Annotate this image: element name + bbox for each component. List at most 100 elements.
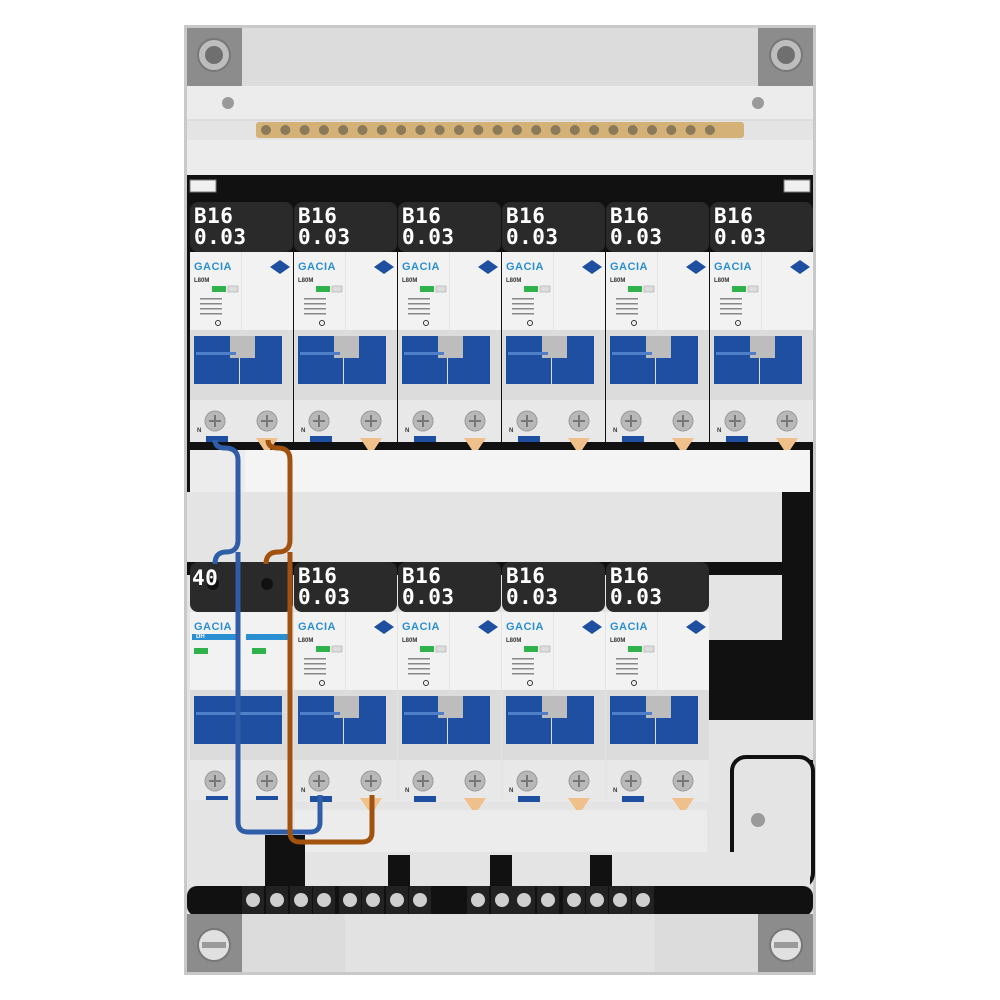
device-sensitivity-text: 0.03 <box>402 225 455 249</box>
device-sensitivity-text: 0.03 <box>506 585 559 609</box>
device-sensitivity-text: 0.03 <box>298 225 351 249</box>
device-model-text: L80M <box>610 278 626 284</box>
busbar-screw <box>454 125 464 135</box>
earth-busbar <box>256 122 744 138</box>
neutral-mark-text: N <box>509 788 514 794</box>
rcbo-device <box>398 202 501 450</box>
brand-logo-icon <box>686 260 706 274</box>
device-rating-text: B16 <box>402 564 442 588</box>
device-model-text: L80M <box>714 278 730 284</box>
neutral-mark-text: N <box>301 788 306 794</box>
rcbo-device <box>710 202 813 450</box>
brand-logo-icon <box>582 260 602 274</box>
busbar-screw <box>550 125 561 135</box>
top-cover <box>242 28 758 86</box>
neutral-mark-text: N <box>717 428 722 434</box>
busbar-screw <box>569 125 580 135</box>
top-row <box>190 202 813 450</box>
terminal-screw <box>413 893 427 907</box>
neutral-mark-text: N <box>197 428 202 434</box>
rcbo-device <box>606 202 709 450</box>
status-window <box>628 286 642 292</box>
busbar-screw <box>338 125 349 135</box>
brand-logo-icon <box>582 620 602 634</box>
neutral-mark-text: N <box>405 788 410 794</box>
device-model-text: L80M <box>298 638 314 644</box>
device-rating-text: B16 <box>298 204 338 228</box>
corner-screw-top-right <box>758 28 813 86</box>
brand-logo-icon <box>686 620 706 634</box>
device-rating-text: B16 <box>610 564 650 588</box>
terminal-screw <box>294 893 308 907</box>
terminal-screw <box>567 893 581 907</box>
brand-logo-icon <box>270 260 290 274</box>
corner-screw-bottom-left <box>187 914 242 972</box>
device-rating-text: B16 <box>714 204 754 228</box>
rcbo-device <box>606 562 709 810</box>
neutral-wire <box>212 439 241 565</box>
device-sensitivity-text: 0.03 <box>714 225 767 249</box>
main-switch-toggle[interactable] <box>194 696 239 744</box>
device-label-plate <box>398 562 501 612</box>
device-sensitivity-text: 0.03 <box>194 225 247 249</box>
busbar-screw <box>434 125 445 135</box>
phase-wire <box>263 439 293 565</box>
device-label-plate <box>398 202 501 252</box>
status-window <box>628 646 642 652</box>
terminal-screw <box>541 893 555 907</box>
busbar-screw <box>511 125 522 135</box>
device-model-text: L80M <box>402 278 418 284</box>
busbar-screw <box>261 125 271 135</box>
terminal-screw <box>636 893 650 907</box>
corner-screw-top-left <box>187 28 242 86</box>
terminal-screw <box>471 893 485 907</box>
rcbo-device <box>502 202 605 450</box>
terminal-screw <box>343 893 357 907</box>
device-label-plate <box>606 562 709 612</box>
phase-wire-link <box>287 552 375 845</box>
busbar-screw <box>704 125 715 135</box>
device-sensitivity-text: 0.03 <box>402 585 455 609</box>
device-label-plate <box>294 202 397 252</box>
rcbo-device <box>398 562 501 810</box>
device-brand-text: GACIA <box>194 261 232 273</box>
busbar-screw <box>608 125 619 135</box>
terminal-screw <box>613 893 627 907</box>
device-model-text: L80M <box>298 278 314 284</box>
device-model-text: L80M <box>402 638 418 644</box>
device-brand-text: GACIA <box>298 621 336 633</box>
device-brand-text: GACIA <box>610 621 648 633</box>
busbar-screw <box>685 125 696 135</box>
device-model-text: L80M <box>610 638 626 644</box>
busbar-screw <box>492 125 503 135</box>
main-switch-model-text: DH <box>196 634 205 640</box>
terminal-screw <box>495 893 509 907</box>
device-sensitivity-text: 0.03 <box>298 585 351 609</box>
status-window <box>732 286 746 292</box>
busbar-screw <box>299 125 310 135</box>
device-brand-text: GACIA <box>402 621 440 633</box>
terminal-screw <box>270 893 284 907</box>
terminal-screw <box>317 893 331 907</box>
busbar-screw <box>627 125 638 135</box>
terminal-screw <box>390 893 404 907</box>
brand-logo-icon <box>374 620 394 634</box>
main-switch <box>190 562 293 802</box>
status-window <box>524 646 538 652</box>
device-brand-text: GACIA <box>506 621 544 633</box>
device-sensitivity-text: 0.03 <box>610 585 663 609</box>
main-switch-toggle[interactable] <box>240 696 282 744</box>
main-switch-rating-text: 40 <box>192 566 219 590</box>
neutral-mark-text: N <box>613 428 618 434</box>
busbar-screw <box>589 125 600 135</box>
busbar-screw <box>376 125 387 135</box>
terminal-screw <box>366 893 380 907</box>
neutral-mark-text: N <box>613 788 618 794</box>
device-rating-text: B16 <box>402 204 442 228</box>
terminal-screw <box>246 893 260 907</box>
device-rating-text: B16 <box>506 564 546 588</box>
busbar-screw <box>473 125 484 135</box>
device-label-plate <box>606 202 709 252</box>
device-brand-text: GACIA <box>714 261 752 273</box>
